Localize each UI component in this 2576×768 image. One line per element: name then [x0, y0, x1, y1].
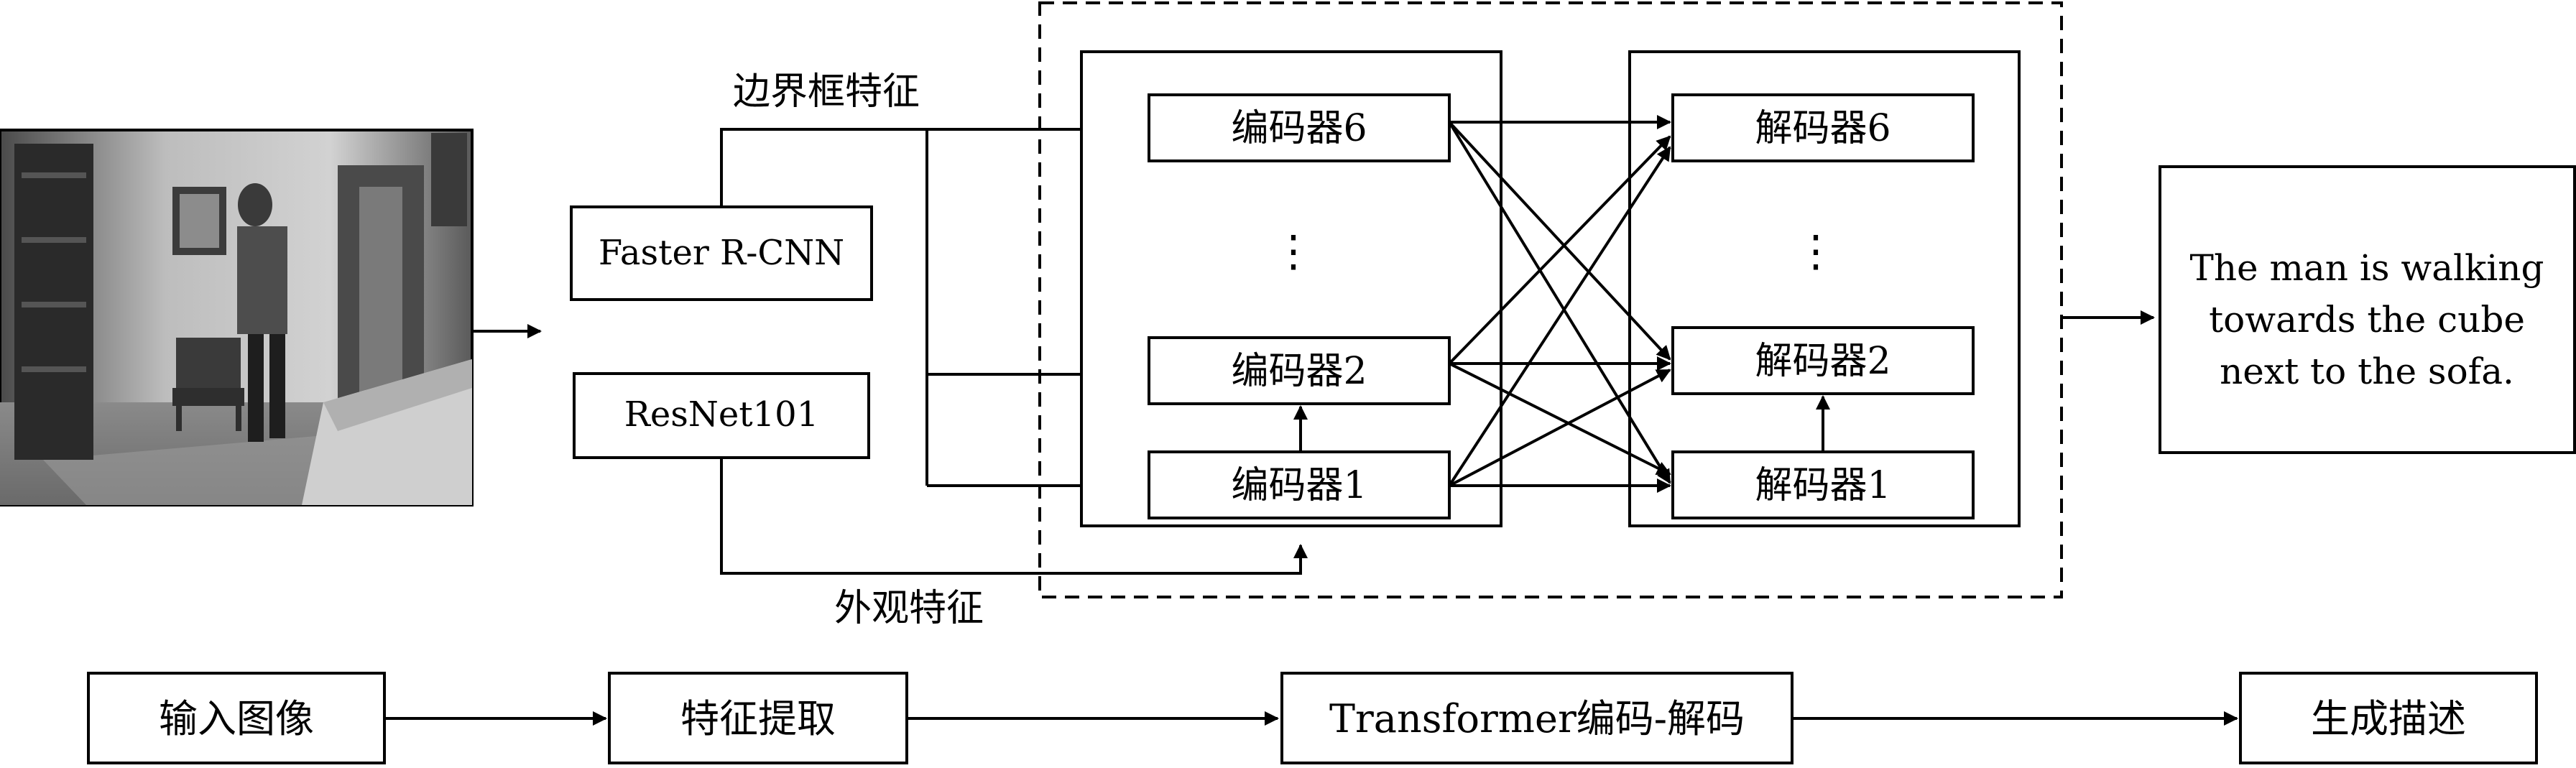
bbox-feature-line	[720, 128, 927, 207]
resnet101-label: ResNet101	[624, 394, 819, 435]
encoder-6-box	[1148, 93, 1451, 162]
decoder-1-label: 解码器1	[1755, 464, 1891, 507]
decoder-6-box	[1671, 93, 1975, 162]
pipeline-step-transformer	[1280, 672, 1793, 764]
transformer-container	[1038, 1, 2063, 598]
output-caption-line-1: The man is walking	[2190, 247, 2544, 289]
appearance-feature-arrow	[720, 458, 1308, 575]
encoder-6-label: 编码器6	[1231, 107, 1367, 150]
input-scene-image	[0, 129, 474, 506]
faster-rcnn-label: Faster R-CNN	[599, 233, 844, 273]
bbox-feature-label: 边界框特征	[733, 70, 920, 114]
output-caption-line-2: towards the cube	[2209, 299, 2525, 341]
pipeline-step-transformer-label: Transformer编码-解码	[1329, 696, 1745, 741]
encoder-1-label: 编码器1	[1231, 464, 1367, 507]
pipeline-step-input-image-label: 输入图像	[159, 696, 314, 741]
decoder-1-box	[1671, 450, 1975, 519]
encoder-2-box	[1148, 336, 1451, 405]
decoder-2-label: 解码器2	[1755, 340, 1891, 383]
pipeline-step-input-image	[87, 672, 386, 764]
pipeline-step-feature-extraction-label: 特征提取	[680, 696, 836, 741]
decoder-2-box	[1671, 326, 1975, 395]
pipeline-step-feature-extraction	[608, 672, 908, 764]
pipeline-step-generate-description	[2239, 672, 2538, 764]
encoder-2-label: 编码器2	[1231, 350, 1367, 393]
encoder-ellipsis: ⋮	[1272, 226, 1315, 277]
decoder-ellipsis: ⋮	[1794, 226, 1837, 277]
appearance-feature-label: 外观特征	[834, 587, 984, 630]
output-caption-line-3: next to the sofa.	[2220, 351, 2514, 392]
encoder-decoder-connections	[1448, 115, 1671, 493]
decoder-6-label: 解码器6	[1755, 107, 1891, 150]
output-caption-box	[2159, 165, 2576, 454]
pipeline-step-generate-description-label: 生成描述	[2311, 696, 2466, 741]
resnet101-box	[573, 372, 870, 459]
